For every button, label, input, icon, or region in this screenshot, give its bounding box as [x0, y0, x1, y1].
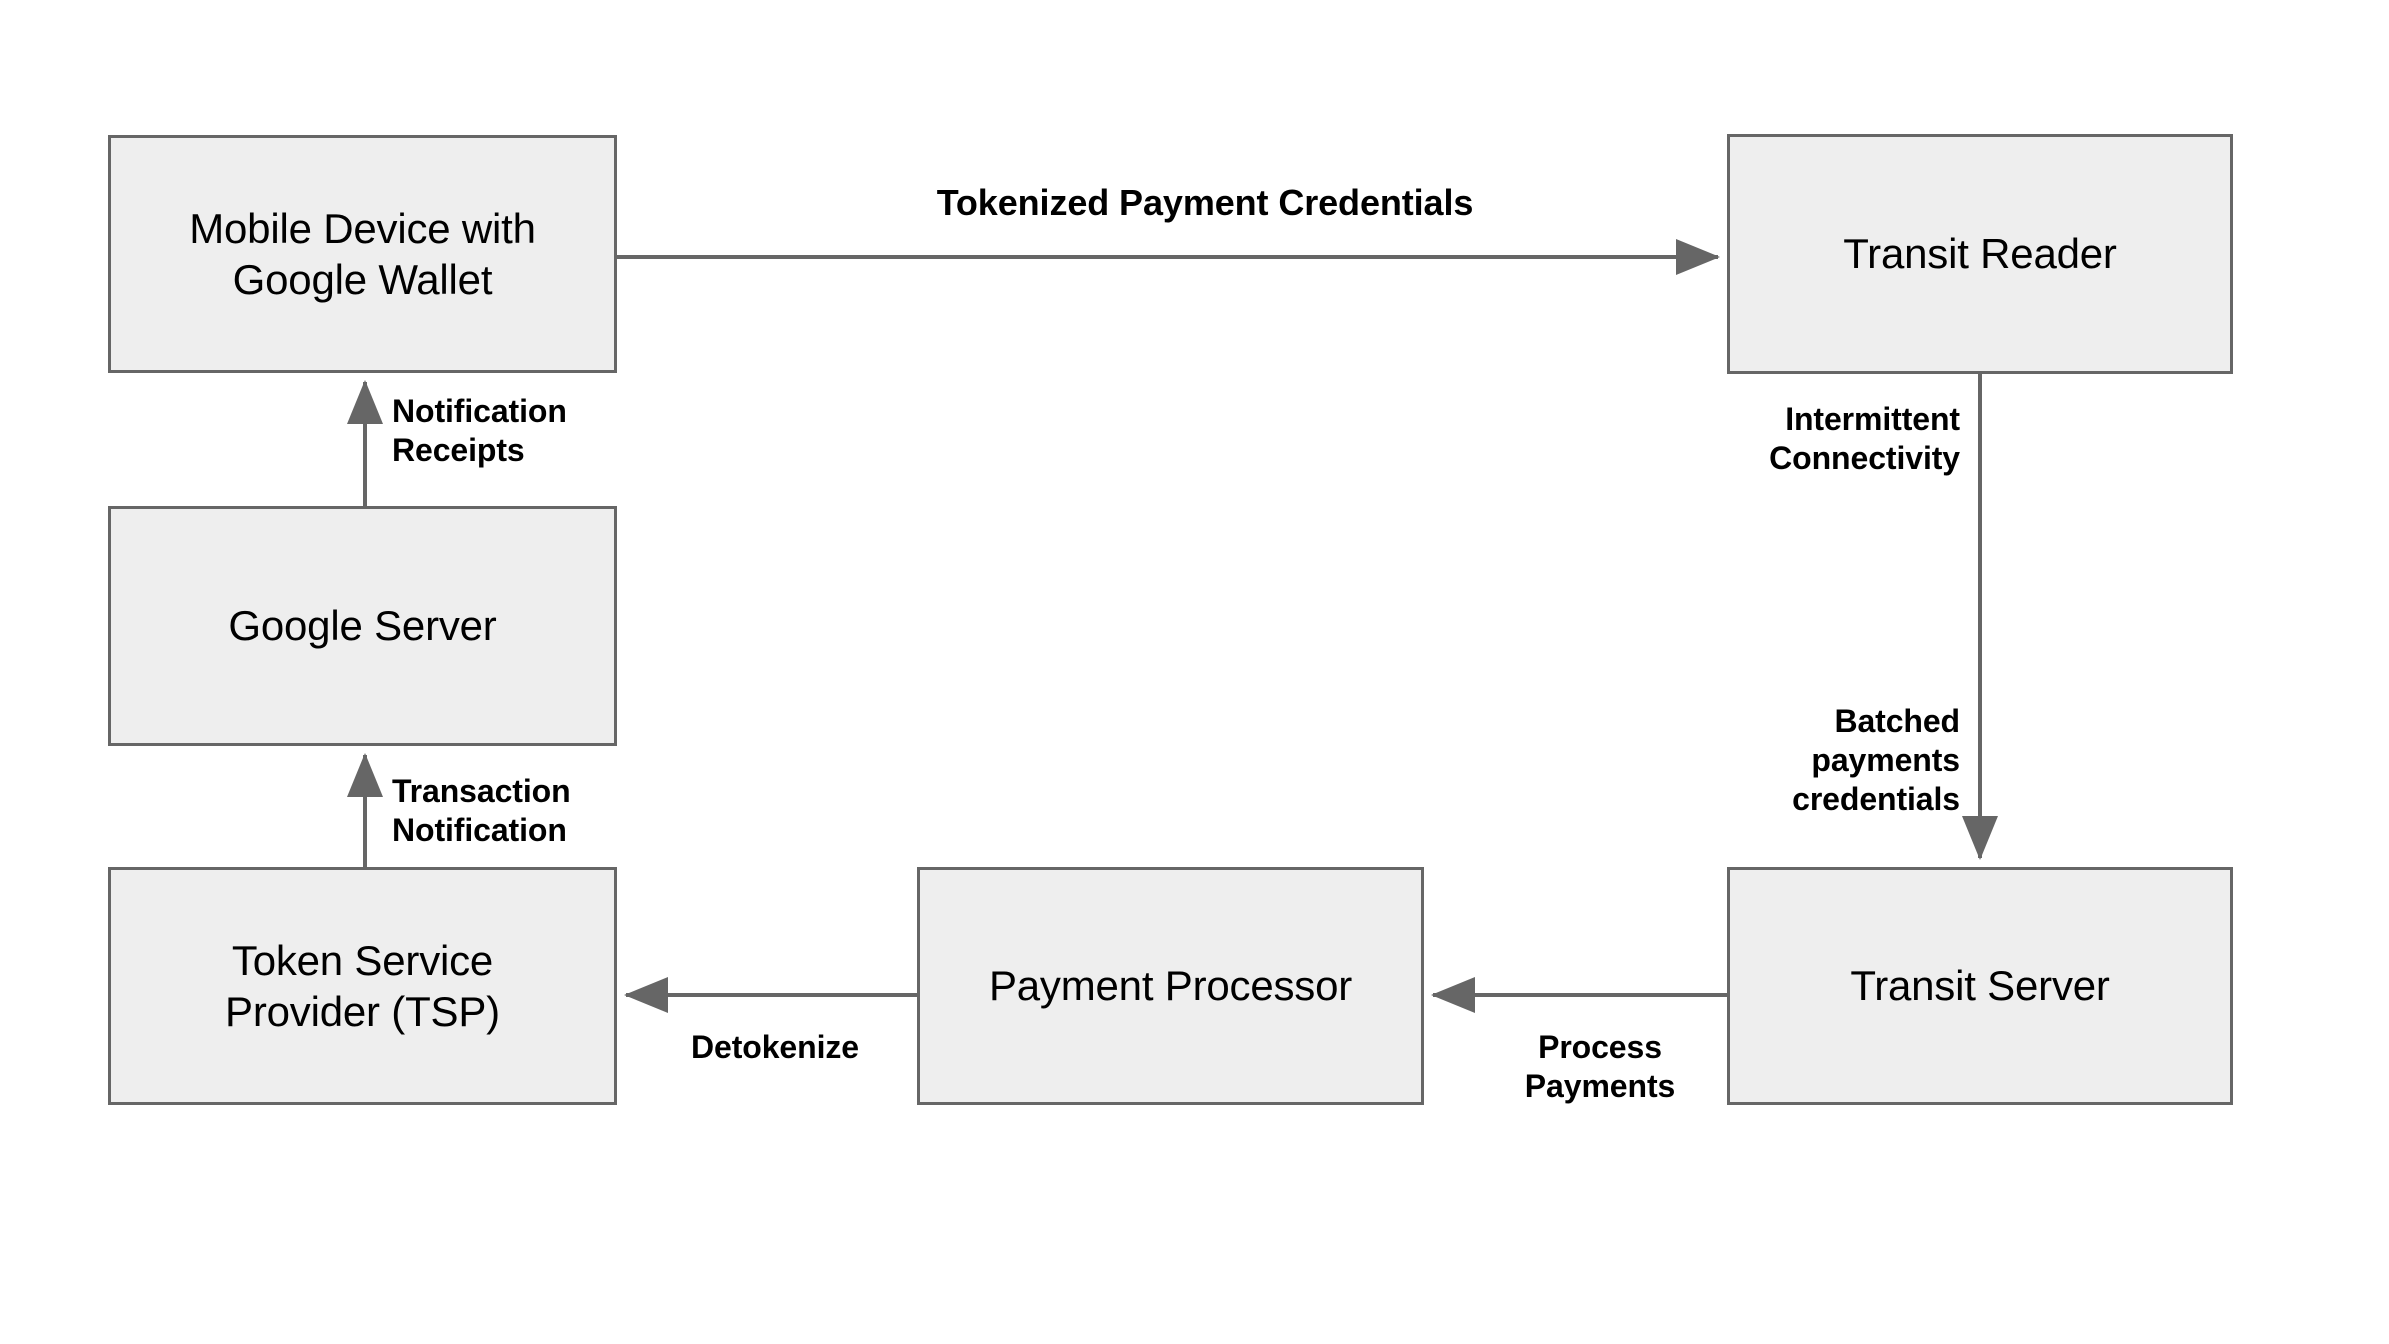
- edge-label-transaction-notification: Transaction Notification: [392, 773, 571, 849]
- node-token-service-provider[interactable]: Token Service Provider (TSP): [108, 867, 617, 1105]
- edge-label-detokenize: Detokenize: [691, 1029, 859, 1065]
- node-mobile-device-label: Mobile Device with Google Wallet: [189, 204, 536, 303]
- node-transit-reader[interactable]: Transit Reader: [1727, 134, 2233, 374]
- node-mobile-device[interactable]: Mobile Device with Google Wallet: [108, 135, 617, 373]
- node-transit-reader-label: Transit Reader: [1843, 230, 2117, 278]
- node-transit-server[interactable]: Transit Server: [1727, 867, 2233, 1105]
- edge-label-intermittent-connectivity: Intermittent Connectivity: [1769, 401, 1960, 477]
- edge-label-notification-receipts: Notification Receipts: [392, 393, 567, 469]
- node-token-service-provider-label: Token Service Provider (TSP): [225, 936, 500, 1035]
- edge-label-process-payments: Process Payments: [1524, 1029, 1676, 1105]
- node-transit-server-label: Transit Server: [1850, 962, 2110, 1010]
- node-google-server-label: Google Server: [228, 602, 497, 650]
- node-payment-processor-label: Payment Processor: [988, 962, 1353, 1010]
- node-google-server[interactable]: Google Server: [108, 506, 617, 746]
- node-payment-processor[interactable]: Payment Processor: [917, 867, 1424, 1105]
- edge-label-batched-payments-credentials: Batched payments credentials: [1792, 703, 1960, 818]
- edge-label-tokenized-payment-credentials: Tokenized Payment Credentials: [936, 182, 1474, 223]
